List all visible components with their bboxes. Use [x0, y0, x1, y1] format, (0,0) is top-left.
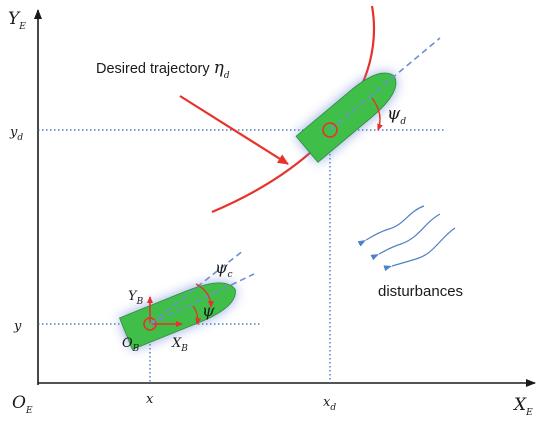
body-y-label: YB [128, 289, 144, 307]
body-origin-label: OB [122, 336, 140, 354]
psi-c-label: ψc [215, 258, 233, 280]
tick-label-x: x [146, 392, 154, 407]
y-axis-label: YE [8, 9, 26, 32]
tick-label-xd: xd [323, 395, 336, 413]
disturbances-label: disturbances [378, 283, 463, 300]
psi-d-angle-arc [371, 97, 383, 131]
current-ship [119, 282, 236, 351]
desired-heading-line [329, 37, 441, 131]
tick-label-yd: yd [9, 125, 23, 143]
guide-lines [38, 129, 445, 383]
current-ship-hull [119, 282, 236, 351]
psi-label: ψ [202, 301, 215, 320]
origin-label: OE [12, 393, 33, 416]
psi-d-label: ψd [387, 104, 406, 127]
psi-angle-arc [192, 305, 202, 325]
desired-trajectory-label: Desired trajectory ηd [96, 58, 230, 81]
disturbance-waves [357, 205, 456, 272]
body-x-label: XB [171, 336, 188, 354]
trajectory-pointer-arrow [179, 95, 289, 165]
psi-c-angle-arc [195, 283, 214, 308]
x-axis-label: XE [512, 395, 533, 418]
desired-ship-center-marker [322, 122, 338, 138]
tick-label-y: y [13, 319, 22, 334]
